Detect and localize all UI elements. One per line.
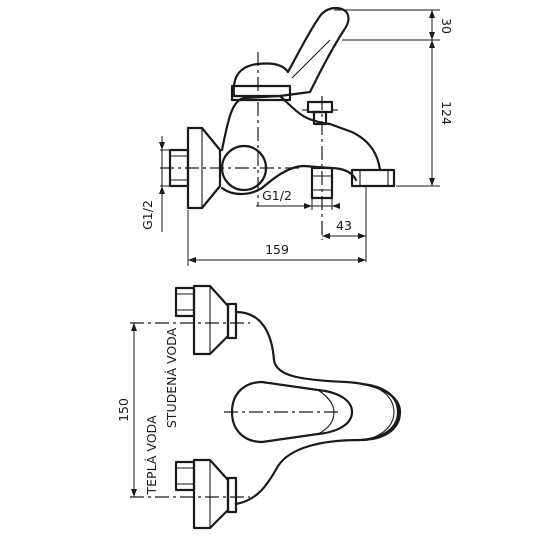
dim-inlet-spacing: 150 [116,323,137,497]
dim-height-top: 30 [334,9,454,41]
side-mixer-body [220,94,396,200]
label-cold-water: STUDENÁ VODA [164,327,179,428]
side-lever-handle [230,6,350,102]
top-inlet-cold [174,284,238,356]
dim-height-total: 124 [396,40,454,187]
side-view: 30 124 G1/2 G1/2 [140,6,454,266]
dim-thread-inlet-label: G1/2 [140,200,155,230]
top-inlet-warm [174,458,238,530]
dim-thread-outlet-label: G1/2 [262,188,292,203]
dim-height-top-label: 30 [439,18,454,34]
dim-thread-outlet: G1/2 [256,188,340,210]
dim-length-label: 159 [265,242,289,257]
top-mixer-body [230,310,402,506]
dim-length: 159 [187,210,366,266]
label-warm-water: TEPLÁ VODA [144,415,159,495]
dim-outlet-offset-label: 43 [336,218,352,233]
top-view: 150 STUDENÁ VODA TEPLÁ VODA [116,284,402,530]
dim-height-total-label: 124 [439,101,454,125]
dim-outlet-offset: 43 [322,186,367,262]
dim-inlet-spacing-label: 150 [116,398,131,422]
dim-thread-inlet: G1/2 [140,136,170,232]
